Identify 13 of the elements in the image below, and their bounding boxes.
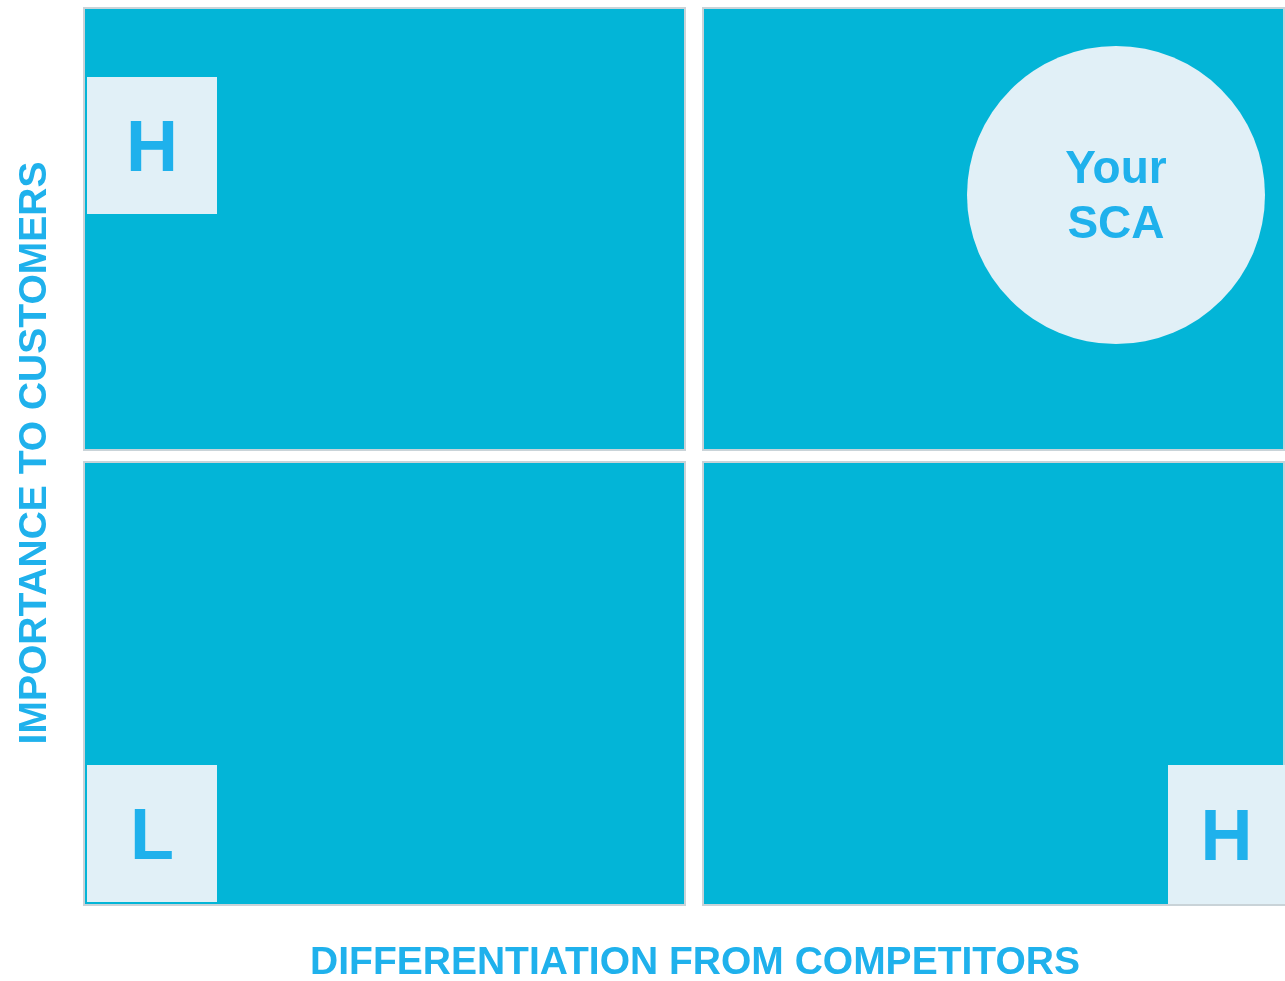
axis-title: DIFFERENTIATION FROM COMPETITORS [310,939,1080,981]
quadrant-panel [702,461,1285,906]
node-label: H [1200,793,1253,876]
letter-tile [87,765,217,902]
letter-tile [1168,765,1285,904]
quadrant-panel [702,7,1285,451]
node-label: H [126,104,178,187]
letter-tile [87,77,217,214]
node-label: Your SCA [1064,139,1168,250]
axis-title: IMPORTANCE TO CUSTOMERS [11,161,55,745]
quadrant-panel [83,7,686,451]
node-label: L [130,792,174,875]
quadrant-panel [83,461,686,906]
